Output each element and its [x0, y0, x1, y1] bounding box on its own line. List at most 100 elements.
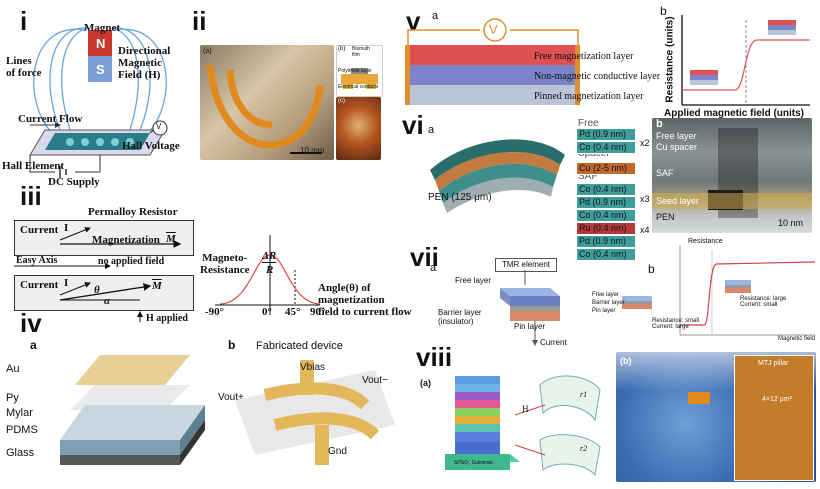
contacts-label: Electrical contacts — [338, 84, 379, 90]
tick-45: 45° — [285, 306, 301, 318]
i-label-2: I — [64, 277, 69, 289]
tem-image — [652, 118, 812, 233]
resistance-small-label: Resistance: small Current: large — [652, 318, 700, 330]
ii-b-cross-section — [336, 45, 383, 97]
angle-label: Angle(θ) of magnetization field to curre… — [318, 282, 412, 318]
permalloy-arrows — [14, 227, 182, 322]
high-res-stack-icon — [768, 20, 796, 35]
magnetic-field-label: Magnetic field — [778, 336, 816, 342]
iv-b-label: b — [228, 338, 236, 352]
tmr-curve — [679, 245, 816, 336]
bismuth-film-label: Bismuth film — [352, 46, 371, 58]
saf-group-label: SAF — [578, 171, 598, 182]
pen-label: PEN (125 μm) — [428, 192, 492, 203]
panel-label-iii: iii — [20, 181, 42, 211]
panel-label-iv: iv — [20, 308, 42, 338]
current-flow-label: Current Flow — [18, 113, 83, 125]
h-label: H — [522, 404, 529, 414]
layer-row-7: Pd (0.9 nm) — [576, 235, 636, 248]
theta-label: θ — [94, 284, 100, 296]
py-label: Py — [6, 392, 19, 404]
vi-layer-stack: Pd (0.9 nm) Co (0.4 nm) Cu (2-5 nm) Co (… — [576, 128, 636, 261]
resistance-large-label: Resistance: large Current: small — [740, 296, 787, 308]
r1-label: r1 — [580, 390, 588, 399]
v-b-label: b — [660, 4, 667, 18]
legend-barrier-label: Barrier layer — [592, 300, 625, 306]
tem-pen-label: PEN — [656, 212, 675, 222]
m-label-1: M — [166, 233, 176, 245]
mtj-stack — [445, 376, 520, 470]
tmr-pin-label: Pin layer — [514, 322, 546, 331]
v-a-label: a — [432, 10, 439, 22]
tick-0: 0° — [262, 306, 272, 318]
hall-voltage-label: Hall Voltage — [122, 140, 180, 152]
flexible-substrate-illustration — [430, 139, 565, 213]
gmr-ylabel: Resistance (units) — [664, 16, 676, 103]
no-field-label: no applied field — [98, 256, 165, 267]
tick-90: 90° — [310, 306, 326, 318]
permalloy-title: Permalloy Resistor — [88, 206, 178, 218]
viii-a-label: (a) — [420, 378, 431, 388]
substrate-label: Si/SiO₂ Substrate — [454, 460, 493, 466]
vout-minus-label: Vout− — [362, 375, 388, 386]
x2-label: x2 — [640, 138, 650, 148]
hand-sensor-photo — [616, 352, 816, 482]
panel-label-i: i — [20, 6, 28, 36]
tem-seed-label: Seed layer — [656, 196, 700, 206]
polyimide-label: Polyimide layer — [338, 68, 372, 74]
dc-supply-label: DC Supply — [48, 176, 100, 188]
legend-pin-label: Pin layer — [592, 308, 616, 314]
layer-row-4: Pd (0.9 nm) — [576, 196, 636, 209]
current-label-1: Current — [20, 224, 59, 236]
mtj-area-label: 4×12 μm² — [762, 396, 792, 403]
tmr-barrier-label: Barrier layer (insulator) — [438, 308, 482, 326]
panel-label-viii: viii — [416, 342, 453, 372]
panel-label-vii: vii — [410, 242, 439, 272]
x3-label: x3 — [640, 194, 650, 204]
magnet-north — [88, 30, 112, 56]
r2-label: r2 — [580, 444, 588, 453]
tmr-resistance-label: Resistance — [688, 238, 723, 245]
ii-b-label: (b) — [338, 46, 346, 52]
magnet-label: Magnet — [84, 22, 121, 34]
tmr-free-label: Free layer — [455, 276, 492, 285]
ii-a-label: (a) — [203, 48, 212, 55]
fabricated-label: Fabricated device — [256, 340, 343, 352]
vbias-label: Vbias — [300, 362, 326, 373]
voltmeter-label: V — [489, 22, 498, 37]
legend-free-label: Free layer — [592, 292, 620, 298]
tmr-stack — [500, 270, 560, 346]
lines-of-force-label: Lines of force — [6, 55, 42, 79]
h-applied-label: H applied — [146, 313, 188, 324]
voltmeter-v-label: V — [156, 122, 162, 131]
layer-row-6: Ru (0.4 nm) — [576, 222, 636, 235]
directional-field-label: Directional Magnetic Field (H) — [118, 45, 171, 81]
mr-curve-chart — [215, 235, 321, 315]
mylar-label: Mylar — [6, 407, 33, 419]
tmr-element-box: TMR element — [495, 258, 557, 272]
vi-a-label: a — [428, 124, 435, 136]
glass-label: Glass — [6, 447, 35, 459]
magnet-south — [88, 56, 112, 82]
free-group-label: Free — [578, 118, 599, 129]
tem-scale-label: 10 nm — [778, 218, 804, 228]
nonmag-layer-label: Non-magnetic conductive layer — [534, 71, 661, 82]
gnd-label: Gnd — [328, 446, 347, 457]
bending-illustration — [514, 375, 601, 477]
ii-c-label: (c) — [338, 98, 345, 104]
mtj-layers — [455, 376, 500, 454]
tem-saf-label: SAF — [656, 168, 674, 178]
legend-stack — [622, 296, 652, 312]
current-label-2: Current — [20, 279, 59, 291]
layer-row-0: Pd (0.9 nm) — [576, 128, 636, 141]
tem-free-label: Free layer — [656, 131, 697, 141]
dr-label: ΔR — [262, 250, 277, 263]
i-label-1: I — [64, 222, 69, 234]
iv-a-label: a — [30, 338, 37, 352]
magnet-s-label: S — [96, 62, 105, 77]
panel-label-ii: ii — [192, 6, 207, 36]
gmr-curve — [681, 15, 810, 106]
gmr-stack — [405, 18, 580, 105]
hall-effect-diagram — [29, 27, 168, 178]
iv-layer-stack — [60, 355, 205, 465]
